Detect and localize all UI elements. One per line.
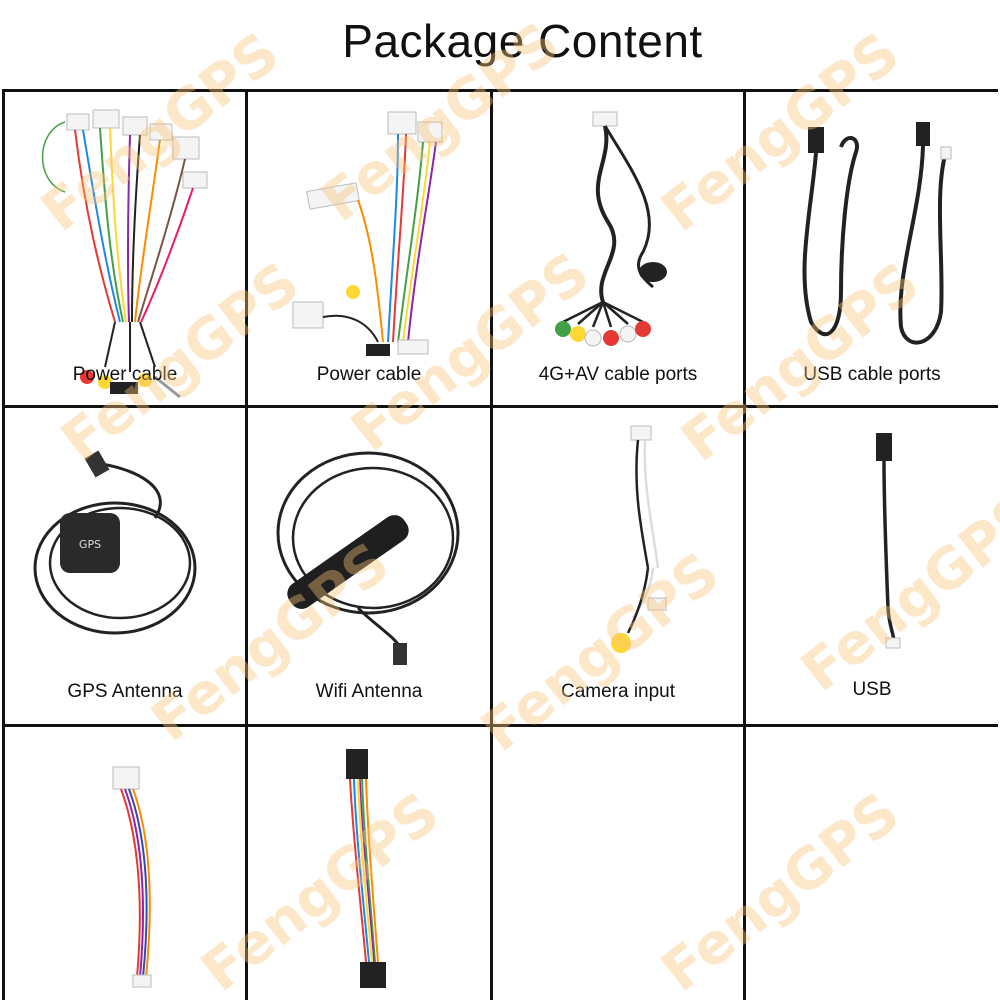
small-harness-icon bbox=[112, 766, 152, 988]
item-label: USB bbox=[852, 679, 892, 700]
gps-antenna-icon: GPS bbox=[33, 450, 197, 635]
power-cable-harness-icon bbox=[41, 109, 208, 399]
package-item-gps-antenna: GPS GPS Antenna bbox=[5, 408, 245, 724]
av-cable-icon bbox=[555, 111, 667, 347]
gps-chip-label: GPS bbox=[79, 538, 101, 551]
item-label: GPS Antenna bbox=[67, 681, 183, 702]
package-item-iso-harness bbox=[248, 727, 490, 1000]
package-item-small-harness bbox=[5, 727, 245, 1000]
item-label: 4G+AV cable ports bbox=[538, 364, 698, 385]
item-label: Power cable bbox=[72, 364, 178, 385]
package-item-usb-cable-ports: USB cable ports bbox=[746, 92, 998, 405]
iso-harness-icon bbox=[346, 749, 386, 988]
usb-cable-icon bbox=[802, 122, 952, 345]
item-label: Power cable bbox=[316, 364, 422, 385]
grid-line bbox=[2, 89, 5, 1000]
package-item-camera-input: Camera input bbox=[493, 408, 743, 724]
page-title: Package Content bbox=[342, 15, 703, 67]
package-item-av-cable: 4G+AV cable ports bbox=[493, 92, 743, 405]
item-label: USB cable ports bbox=[803, 364, 941, 385]
usb-cable-icon bbox=[876, 433, 901, 649]
package-item-usb: USB bbox=[746, 408, 998, 724]
package-item-wifi-antenna: Wifi Antenna bbox=[248, 408, 490, 724]
package-item-power-cable-2: Power cable bbox=[248, 92, 490, 405]
wifi-antenna-icon bbox=[276, 451, 460, 665]
grid-line bbox=[743, 89, 746, 1000]
item-label: Wifi Antenna bbox=[315, 681, 423, 702]
package-grid: Power cable Power cable bbox=[2, 89, 998, 1000]
package-item-power-cable-1: Power cable bbox=[5, 92, 245, 405]
camera-cable-icon bbox=[611, 425, 667, 653]
item-label: Camera input bbox=[560, 681, 676, 702]
grid-line bbox=[245, 89, 248, 1000]
grid-line bbox=[2, 89, 998, 92]
grid-line bbox=[490, 89, 493, 1000]
grid-line bbox=[2, 405, 998, 408]
power-cable-harness-icon bbox=[292, 111, 443, 356]
grid-line bbox=[2, 724, 998, 727]
package-item-empty bbox=[493, 727, 743, 1000]
package-item-empty bbox=[746, 727, 998, 1000]
